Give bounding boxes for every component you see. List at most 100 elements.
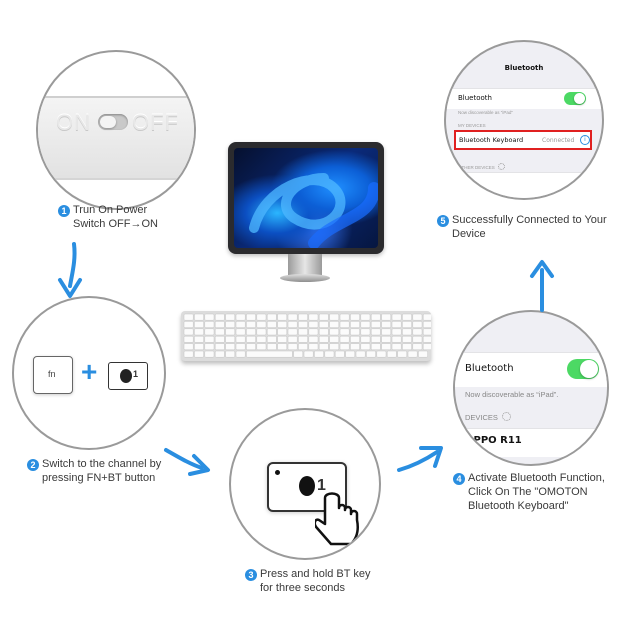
toggle-knob	[574, 93, 585, 104]
discoverable-text: Now discoverable as “iPad”.	[465, 390, 559, 399]
keyboard-key	[256, 328, 267, 336]
keyboard-key	[298, 343, 308, 351]
keyboard-key	[422, 343, 431, 351]
keyboard-key	[194, 321, 204, 328]
keyboard-keys	[183, 313, 431, 358]
bt-key-large[interactable]: 1	[267, 462, 347, 512]
keyboard-key	[350, 335, 360, 343]
keyboard-key	[204, 343, 215, 351]
bluetooth-toggle[interactable]	[567, 359, 599, 379]
keyboard-key	[293, 350, 304, 358]
keyboard-key	[204, 321, 215, 328]
step4-circle: Bluetooth Now discoverable as “iPad”. DE…	[453, 310, 609, 466]
keyboard-key	[308, 313, 319, 321]
keyboard-key	[339, 343, 350, 351]
keyboard-key	[277, 328, 288, 336]
keyboard-key	[256, 343, 267, 351]
keyboard-key	[235, 343, 246, 351]
keyboard-key	[298, 313, 308, 321]
switch-on-label: ON	[56, 110, 91, 135]
keyboard-key	[225, 335, 236, 343]
keyboard-key	[329, 335, 340, 343]
keyboard-key	[318, 335, 329, 343]
keyboard-device-row[interactable]: Bluetooth Keyboard Connected i	[454, 130, 592, 150]
keyboard-key	[298, 328, 308, 336]
device-row[interactable]: OPPO R11	[455, 428, 607, 457]
step2-line2: pressing FN+BT button	[42, 472, 156, 484]
bluetooth-toggle-row[interactable]: Bluetooth	[455, 352, 607, 387]
keyboard-edge-closeup	[38, 96, 194, 180]
stand-neck	[288, 254, 322, 276]
keyboard-key	[329, 328, 340, 336]
keyboard-key	[412, 313, 423, 321]
keyboard-key	[391, 335, 402, 343]
step1-number: 1	[58, 205, 70, 217]
keyboard-key	[235, 313, 246, 321]
keyboard-key	[422, 328, 431, 336]
bluetooth-row-label: Bluetooth	[465, 363, 514, 374]
keyboard-key	[381, 343, 392, 351]
hand-pointer-icon	[315, 492, 359, 546]
keyboard-key	[214, 350, 225, 358]
keyboard-key	[298, 335, 308, 343]
keyboard-key	[277, 313, 288, 321]
connection-status: Connected	[542, 136, 575, 144]
keyboard-key	[287, 335, 298, 343]
keyboard-key	[370, 328, 381, 336]
step3-number: 3	[245, 569, 257, 581]
keyboard-key	[183, 328, 194, 336]
ipad-screen	[234, 148, 378, 248]
bt-key-number: 1	[317, 477, 326, 494]
step4-line1: Activate Bluetooth Function,	[468, 472, 605, 484]
bluetooth-row-label: Bluetooth	[458, 94, 492, 102]
step5-line1: Successfully Connected to Your	[452, 214, 607, 226]
keyboard-key	[183, 350, 194, 358]
device-name: OPPO R11	[465, 435, 522, 446]
keyboard-key	[381, 313, 392, 321]
keyboard-key	[329, 313, 340, 321]
keyboard-key	[370, 321, 381, 328]
keyboard-key	[308, 328, 319, 336]
stand-base	[280, 274, 330, 282]
keyboard-key	[418, 350, 428, 358]
keyboard-key	[360, 335, 371, 343]
keyboard-key	[303, 350, 314, 358]
keyboard-key	[266, 328, 277, 336]
fn-key[interactable]: fn	[33, 356, 73, 394]
keyboard-key	[194, 350, 204, 358]
power-switch[interactable]	[98, 114, 128, 130]
step5-line2: Device	[452, 228, 486, 240]
keyboard-key	[194, 343, 204, 351]
keyboard-key	[360, 328, 371, 336]
keyboard-key	[266, 343, 277, 351]
keyboard-key	[339, 321, 350, 328]
keyboard-key	[194, 328, 204, 336]
keyboard-key	[318, 328, 329, 336]
device-name: Bluetooth Keyboard	[459, 136, 524, 144]
keyboard-key	[214, 313, 225, 321]
keyboard-key	[350, 343, 360, 351]
info-icon[interactable]: i	[580, 135, 590, 145]
bluetooth-toggle[interactable]	[564, 92, 586, 105]
keyboard-key	[183, 321, 194, 328]
keyboard-key	[339, 328, 350, 336]
keyboard-key	[422, 321, 431, 328]
step2-number: 2	[27, 459, 39, 471]
step1-line1: Trun On Power	[73, 204, 148, 216]
keyboard-key	[355, 350, 366, 358]
keyboard-key	[256, 313, 267, 321]
keyboard-key	[235, 321, 246, 328]
bt-key[interactable]: 1	[108, 362, 148, 390]
keyboard-key	[360, 321, 371, 328]
spinner-icon	[502, 412, 512, 421]
devices-header: DEVICES	[465, 412, 512, 422]
keyboard-key	[360, 313, 371, 321]
step3-line2: for three seconds	[260, 582, 345, 594]
bluetooth-icon	[120, 369, 132, 383]
arrow-icon	[530, 260, 554, 312]
keyboard-key	[412, 335, 423, 343]
keyboard-key	[308, 343, 319, 351]
keyboard-key	[287, 313, 298, 321]
bluetooth-toggle-row[interactable]: Bluetooth	[446, 88, 602, 109]
